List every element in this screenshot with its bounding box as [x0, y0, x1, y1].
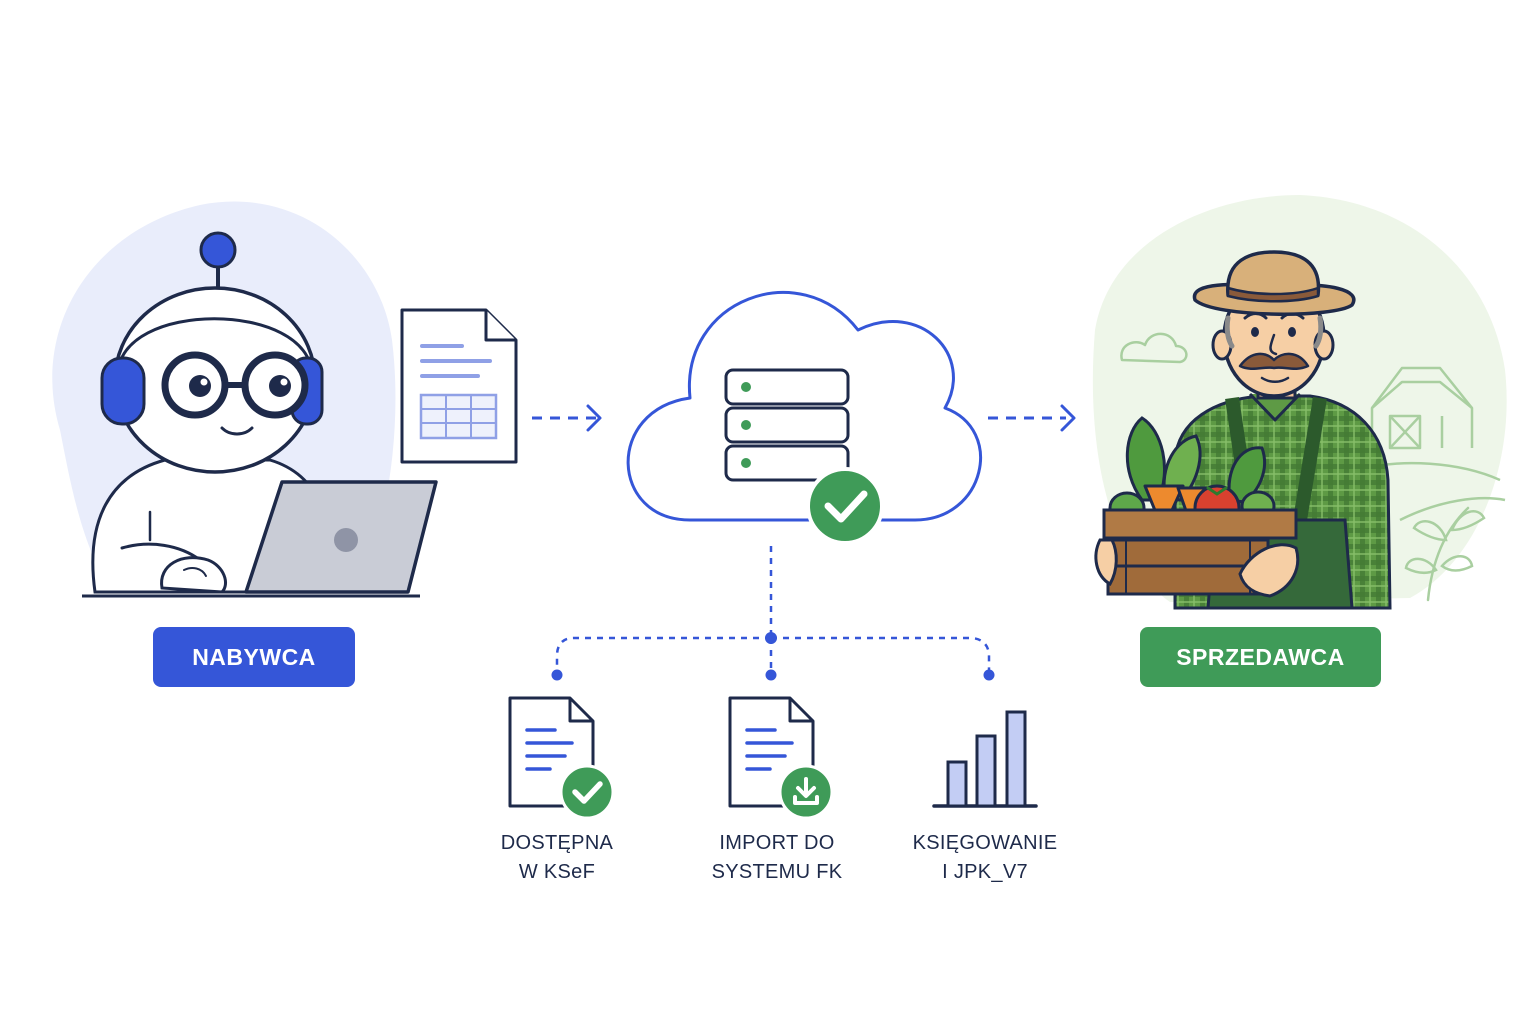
branch-end-dot: [551, 669, 563, 681]
branch-end-dot: [765, 669, 777, 681]
vegetables-icon: [1108, 416, 1276, 532]
output-label-line: W KSeF: [518, 861, 596, 883]
buyer-robot-illustration: [52, 201, 438, 598]
output-label-line: I JPK_V7: [942, 861, 1028, 883]
output-label-fk-import: IMPORT DO SYSTEMU FK: [677, 829, 877, 887]
branch-connectors: [555, 546, 991, 672]
branch-end-dot: [983, 669, 995, 681]
buyer-badge: NABYWCA: [153, 627, 355, 687]
flow-arrow-right: [988, 404, 1076, 432]
bar-chart-icon: [932, 710, 1038, 808]
output-label-ksef: DOSTĘPNA W KSeF: [457, 829, 657, 887]
document-check-icon: [508, 696, 615, 820]
output-label-line: SYSTEMU FK: [711, 861, 843, 883]
output-label-line: IMPORT DO: [719, 832, 835, 854]
seller-farmer-illustration: [1092, 195, 1507, 610]
flow-arrow-left: [532, 404, 602, 432]
cloud-server-icon: [626, 291, 982, 545]
seller-badge: SPRZEDAWCA: [1140, 627, 1381, 687]
server-stack-icon: [724, 368, 850, 482]
branch-node: [765, 632, 777, 644]
check-badge-icon: [806, 467, 884, 545]
output-label-accounting: KSIĘGOWANIE I JPK_V7: [885, 829, 1085, 887]
document-download-icon: [728, 696, 834, 820]
output-label-line: KSIĘGOWANIE: [912, 832, 1058, 854]
invoice-document-icon: [400, 308, 518, 464]
output-label-line: DOSTĘPNA: [500, 832, 614, 854]
